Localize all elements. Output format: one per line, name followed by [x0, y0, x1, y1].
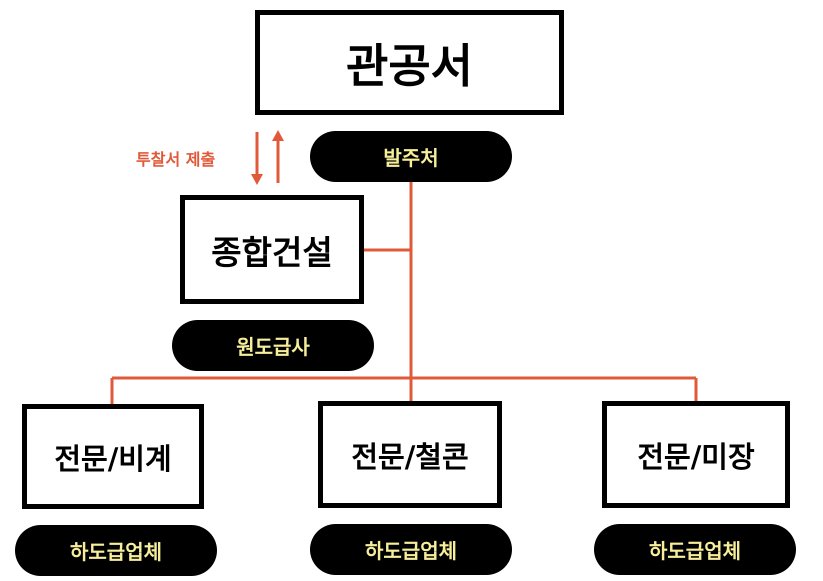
prime-contractor-badge: 원도급사 [172, 320, 374, 371]
client-role-badge: 발주처 [310, 131, 512, 182]
specialist-box-plaster: 전문/미장 [602, 401, 790, 508]
public-office-box: 관공서 [255, 10, 564, 115]
subcontractor-badge: 하도급업체 [15, 525, 217, 576]
general-contractor-box: 종합건설 [180, 195, 364, 304]
subcontractor-badge: 하도급업체 [310, 524, 512, 575]
general-contractor-title: 종합건설 [211, 232, 333, 272]
client-role-label: 발주처 [383, 146, 439, 170]
specialist-box-rebar-concrete: 전문/철콘 [318, 401, 502, 508]
specialist-title: 전문/철콘 [351, 439, 469, 474]
specialist-title: 전문/비계 [54, 441, 172, 476]
subcontractor-badge: 하도급업체 [594, 524, 796, 575]
arrow-up-icon [272, 130, 284, 141]
public-office-title: 관공서 [346, 38, 473, 93]
prime-contractor-label: 원도급사 [236, 335, 310, 359]
subcontractor-label: 하도급업체 [649, 539, 741, 563]
specialist-box-scaffold: 전문/비계 [22, 404, 204, 509]
subcontractor-label: 하도급업체 [365, 539, 457, 563]
arrow-down-icon [251, 174, 263, 185]
subcontractor-label: 하도급업체 [70, 540, 162, 564]
bid-arrows [251, 130, 284, 185]
bid-submission-label: 투찰서 제출 [136, 150, 216, 169]
specialist-title: 전문/미장 [637, 439, 755, 474]
